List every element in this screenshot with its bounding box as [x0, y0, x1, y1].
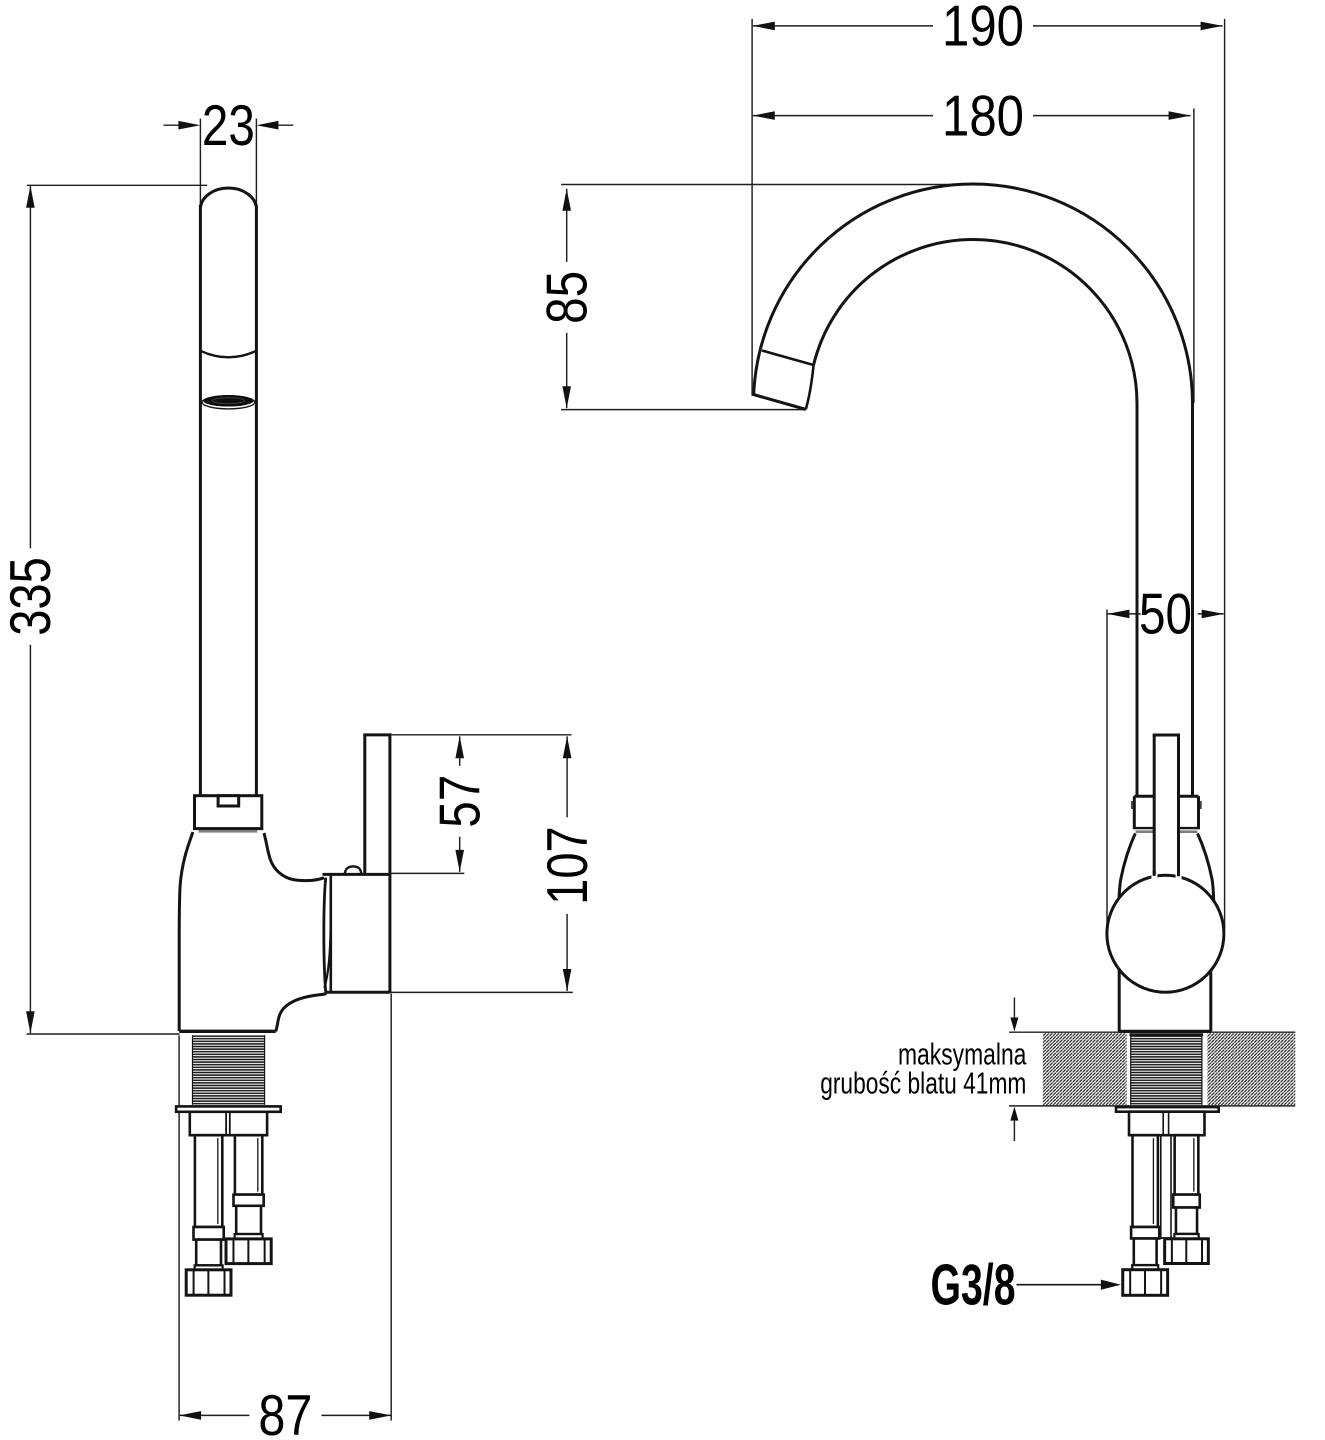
svg-text:180: 180 [942, 84, 1024, 148]
svg-text:grubość blatu 41mm: grubość blatu 41mm [820, 1066, 1026, 1100]
svg-text:87: 87 [258, 1384, 312, 1440]
svg-text:23: 23 [202, 94, 255, 158]
svg-text:85: 85 [535, 271, 599, 324]
svg-text:57: 57 [428, 775, 492, 828]
svg-text:50: 50 [1139, 583, 1192, 647]
svg-text:335: 335 [0, 557, 63, 636]
svg-text:107: 107 [536, 826, 600, 905]
svg-text:maksymalna: maksymalna [898, 1037, 1026, 1071]
svg-text:G3/8: G3/8 [931, 1253, 1016, 1317]
svg-text:190: 190 [942, 0, 1024, 59]
